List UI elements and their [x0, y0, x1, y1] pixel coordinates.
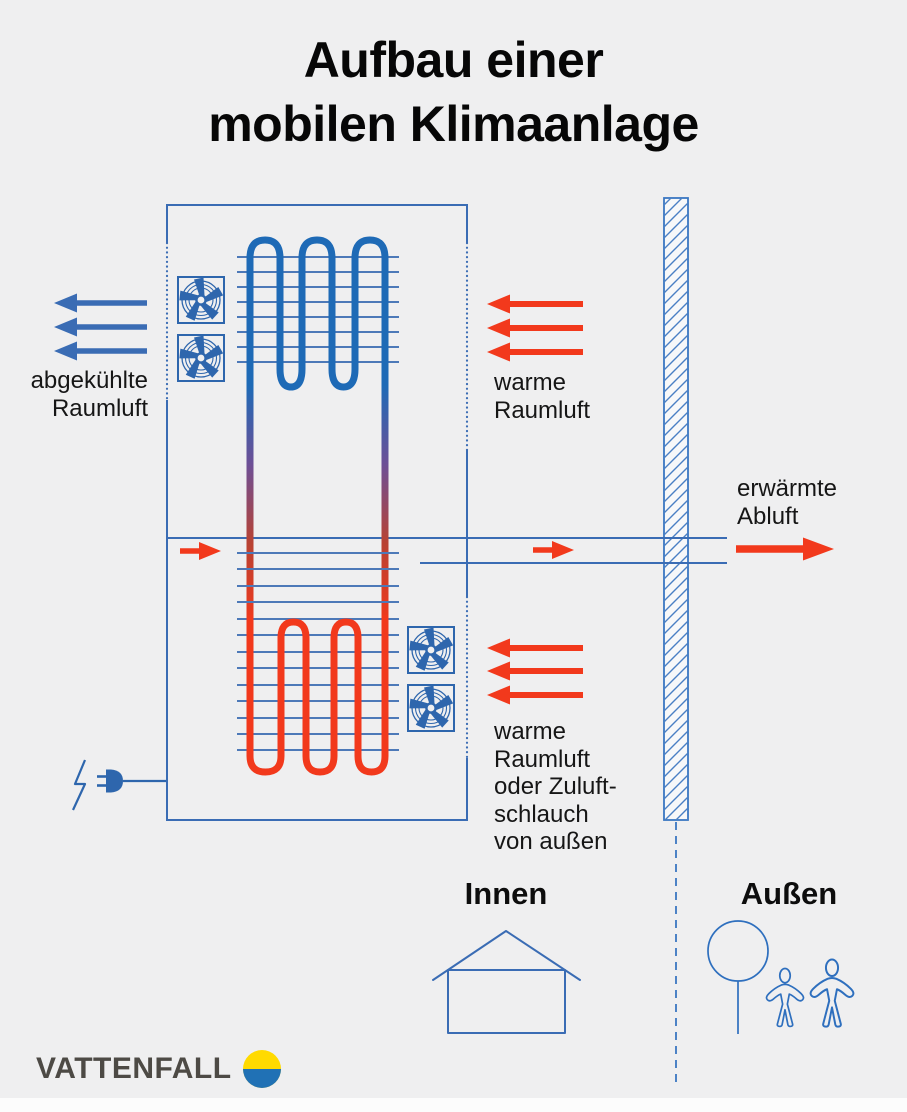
- lightning-bolt-icon: [72, 759, 87, 811]
- tree-icon: [707, 920, 769, 1034]
- ac-unit-outline: [165, 204, 469, 821]
- label-exhaust-air: erwärmte Abluft: [737, 475, 838, 530]
- condenser-coil: [246, 615, 389, 776]
- footer-strip: [0, 1098, 907, 1112]
- condenser-fins: [237, 552, 399, 751]
- wall-hatch: [664, 198, 688, 820]
- evaporator-coil: [246, 236, 389, 391]
- airflow-arrow-icon: [54, 317, 147, 337]
- airflow-arrow-icon: [487, 685, 583, 705]
- fan-icon: [176, 333, 226, 383]
- label-outside: Außen: [740, 876, 838, 911]
- refrigerant-pipes: [246, 386, 389, 624]
- label-warm-room-air: warme Raumluft: [494, 369, 591, 424]
- airflow-arrow-icon: [54, 293, 147, 313]
- airflow-arrow-icon: [487, 342, 583, 362]
- airflow-arrow-icon: [487, 294, 583, 314]
- label-cooled-room-air: abgekühlte Raumluft: [30, 367, 148, 422]
- page-title: Aufbau einer mobilen Klimaanlage: [0, 28, 907, 156]
- power-plug-icon: [97, 769, 166, 793]
- label-warm-supply-air: warme Raumluft oder Zuluft- schlauch von…: [494, 718, 617, 855]
- vattenfall-logo-icon: [242, 1050, 281, 1088]
- airflow-arrow-icon: [487, 661, 583, 681]
- brand-wordmark: VATTENFALL: [36, 1052, 232, 1085]
- house-icon: [432, 930, 581, 1034]
- airflow-arrow-icon: [736, 537, 834, 561]
- fan-icon: [176, 275, 226, 325]
- airflow-arrow-icon: [487, 638, 583, 658]
- hatched-wall: [663, 197, 689, 821]
- person-icon: [809, 958, 855, 1028]
- fan-icon: [406, 683, 456, 733]
- airflow-arrow-icon: [487, 318, 583, 338]
- evaporator-fins: [237, 256, 399, 363]
- person-icon: [765, 967, 805, 1028]
- title-line-2: mobilen Klimaanlage: [208, 96, 699, 152]
- airflow-arrow-icon: [180, 542, 221, 560]
- title-line-1: Aufbau einer: [303, 32, 604, 88]
- fan-icon: [406, 625, 456, 675]
- airflow-arrow-icon: [533, 541, 574, 559]
- label-inside: Innen: [464, 876, 548, 911]
- vattenfall-logo: VATTENFALL: [36, 1050, 281, 1088]
- exhaust-duct: [167, 537, 727, 564]
- airflow-arrow-icon: [54, 341, 147, 361]
